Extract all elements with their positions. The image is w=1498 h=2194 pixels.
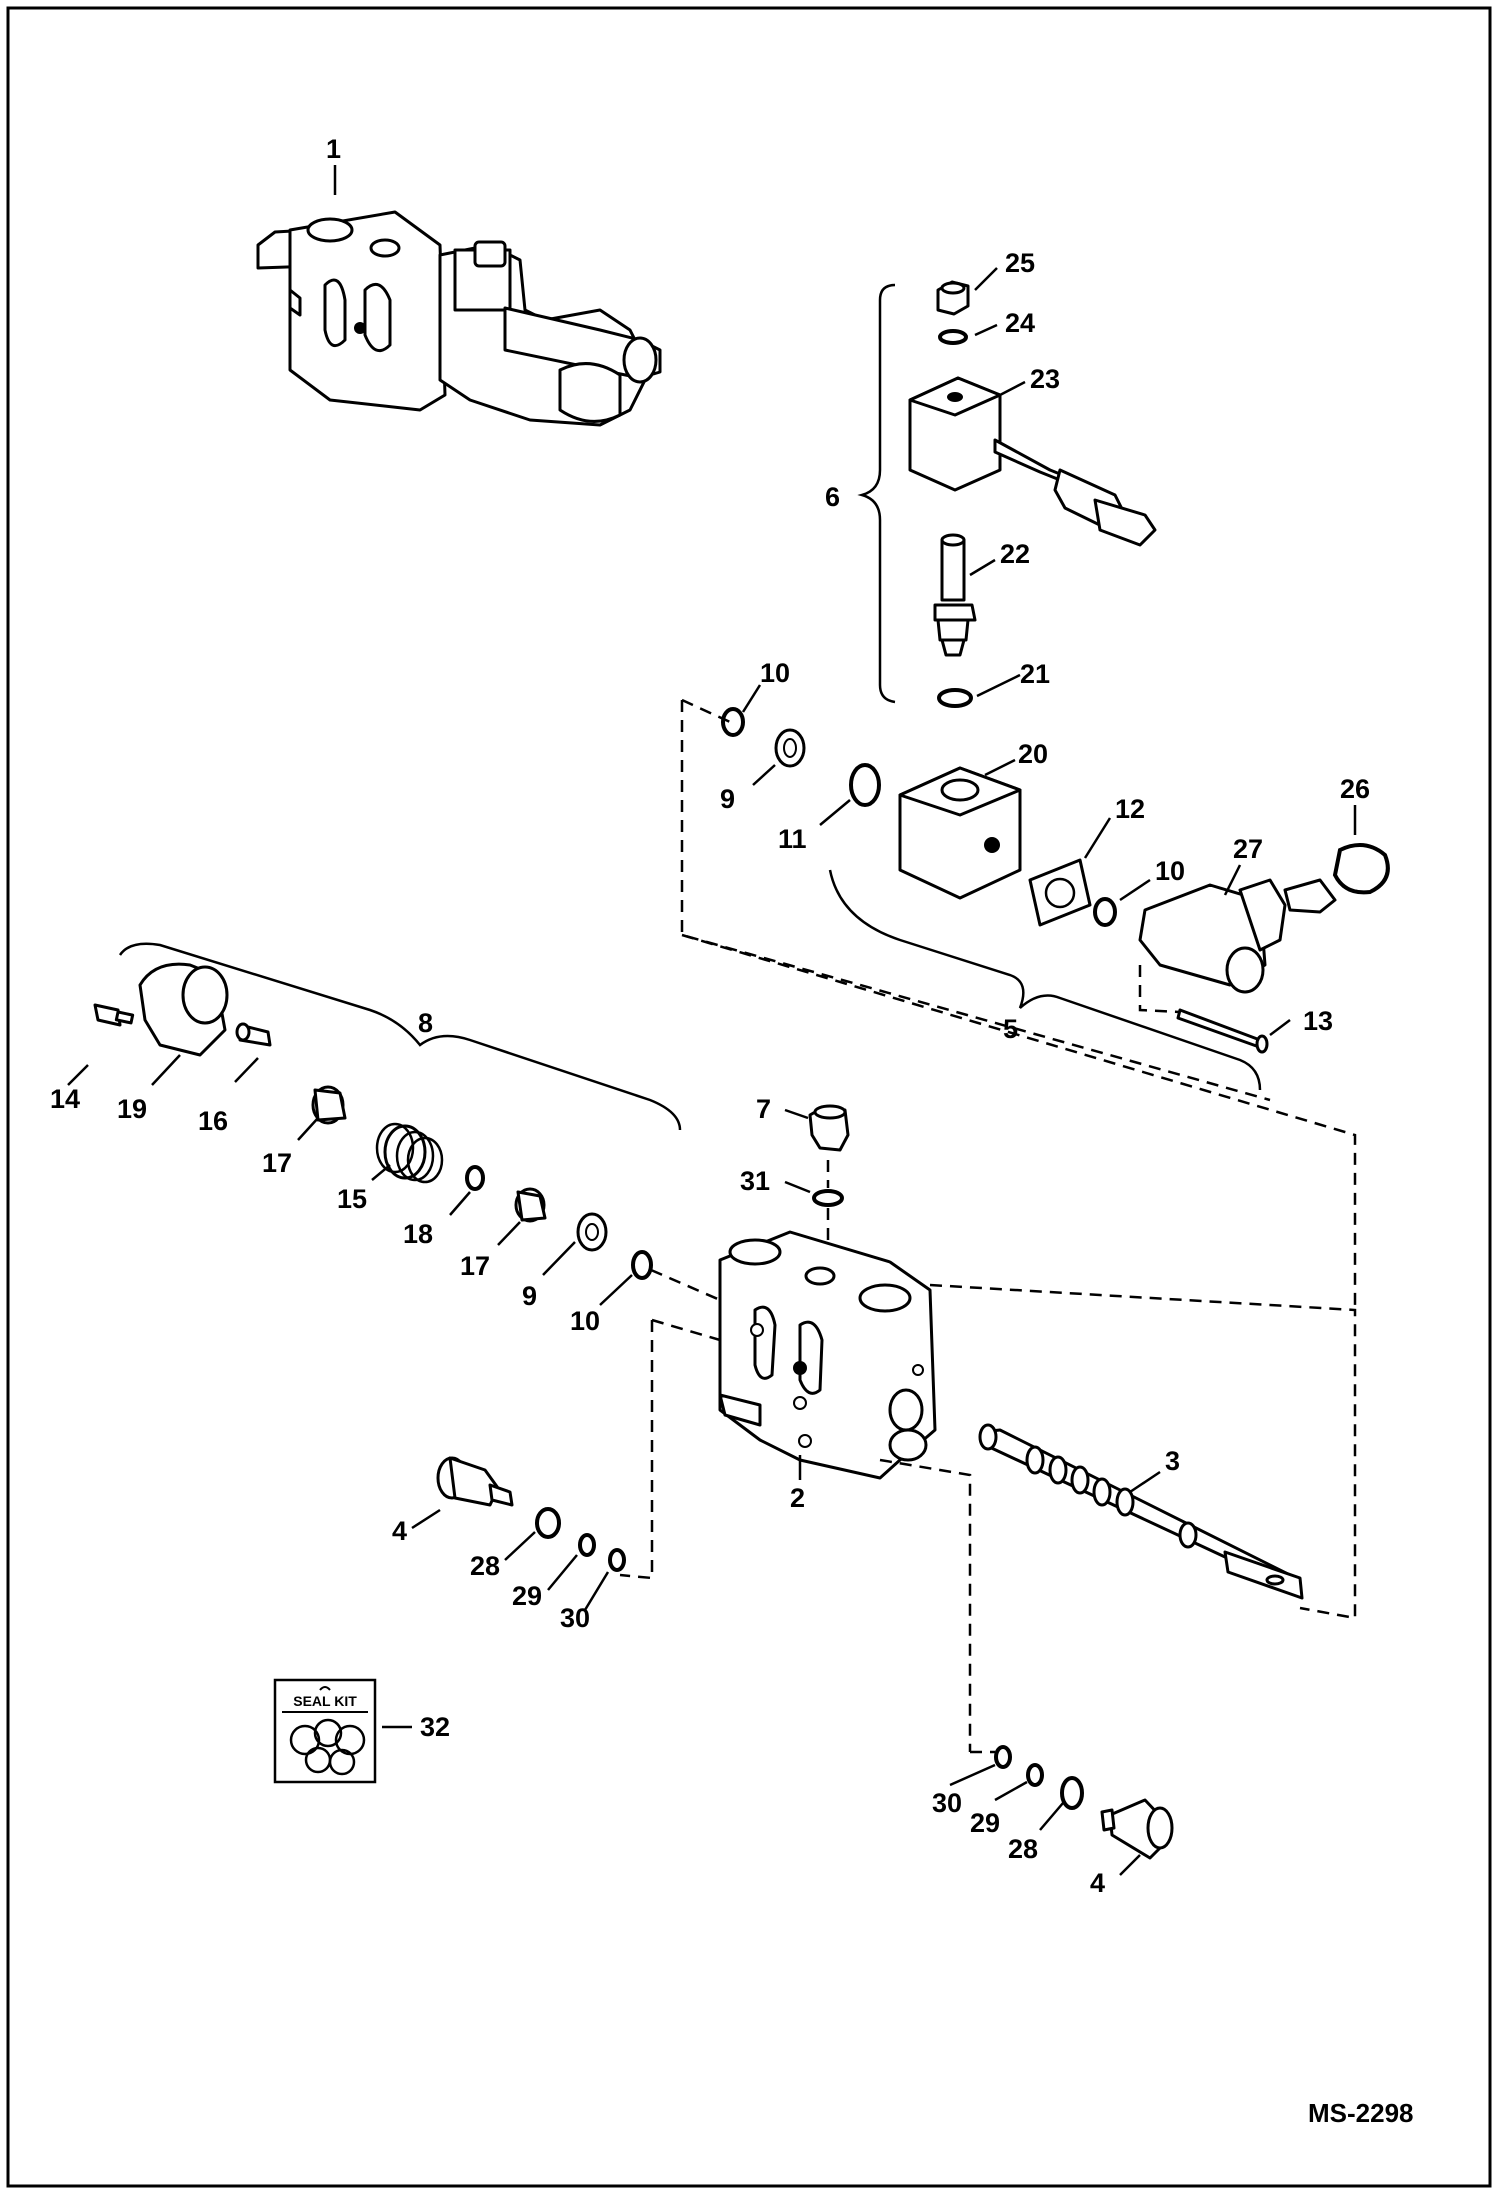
drawing-frame [6, 6, 1492, 2188]
callout-12: 12 [1115, 794, 1145, 824]
part-31-oring [812, 1189, 844, 1207]
callout-4-left: 4 [392, 1516, 407, 1546]
bracket-6 [857, 283, 896, 704]
part-24-oring [938, 329, 968, 345]
callout-8: 8 [418, 1008, 433, 1038]
callout-22: 22 [1000, 539, 1030, 569]
callout-20: 20 [1018, 739, 1048, 769]
part-11-oring [849, 763, 881, 807]
callout-28-left: 28 [470, 1551, 500, 1581]
callout-28-right: 28 [1008, 1834, 1038, 1864]
part-25-nut [936, 280, 970, 316]
callout-16: 16 [198, 1106, 228, 1136]
part-10-oring-right [1093, 897, 1117, 927]
part-30-oring-right [994, 1745, 1012, 1769]
part-28-oring-right [1060, 1776, 1084, 1810]
part-29-oring-right [1026, 1763, 1044, 1787]
callout-17-left: 17 [262, 1148, 292, 1178]
part-3-spool [978, 1423, 1304, 1600]
callout-10-right: 10 [1155, 856, 1185, 886]
part-30-oring-left [608, 1548, 626, 1572]
callout-5: 5 [1003, 1014, 1018, 1044]
bracket-8 [118, 942, 682, 1131]
part-23-coil [908, 376, 1157, 547]
part-18-washer [465, 1165, 485, 1191]
callout-1: 1 [326, 134, 341, 164]
callout-25: 25 [1005, 248, 1035, 278]
callout-9-top: 9 [720, 784, 735, 814]
part-14-screw [93, 1003, 122, 1027]
part-9-washer-upper [774, 728, 806, 768]
callout-18: 18 [403, 1219, 433, 1249]
callout-27: 27 [1233, 834, 1263, 864]
callout-31: 31 [740, 1166, 770, 1196]
bracket-5 [828, 869, 1262, 1091]
callout-15: 15 [337, 1184, 367, 1214]
callout-26: 26 [1340, 774, 1370, 804]
part-32-seal-kit [273, 1678, 412, 1784]
part-7-plug [808, 1104, 850, 1152]
part-27-solenoid-valve [1138, 878, 1337, 994]
seal-kit-label: SEAL KIT [293, 1693, 357, 1709]
callout-10-lower: 10 [570, 1306, 600, 1336]
callout-14: 14 [50, 1084, 80, 1114]
part-10-oring-lower [631, 1250, 653, 1280]
part-2-valve-section [718, 1230, 937, 1480]
part-28-oring-left [535, 1507, 561, 1539]
part-26-ring [1332, 843, 1390, 895]
callout-29-right: 29 [970, 1808, 1000, 1838]
part-1-valve-assembly [256, 210, 662, 427]
callout-32: 32 [420, 1712, 450, 1742]
dashed-group-5 [680, 700, 1271, 1102]
part-29-oring-left [578, 1533, 596, 1557]
callout-7: 7 [756, 1094, 771, 1124]
part-19-cap [138, 962, 229, 1057]
callout-19: 19 [117, 1094, 147, 1124]
callout-9-lower: 9 [522, 1281, 537, 1311]
dashed-line-spool [929, 1283, 1357, 1620]
part-10-oring-upper [721, 707, 745, 737]
callout-21: 21 [1020, 659, 1050, 689]
part-20-valve-block [898, 766, 1022, 900]
callout-4-right: 4 [1090, 1868, 1105, 1898]
callout-11: 11 [778, 824, 807, 854]
callout-23: 23 [1030, 364, 1060, 394]
callout-30-left: 30 [560, 1603, 590, 1633]
callout-17-right: 17 [460, 1251, 490, 1281]
callout-3: 3 [1165, 1446, 1180, 1476]
callout-29-left: 29 [512, 1581, 542, 1611]
part-12-gasket [1028, 858, 1092, 927]
part-22-cartridge [933, 533, 977, 657]
leader-lines [67, 165, 1357, 1876]
drawing-number: MS-2298 [1308, 2098, 1414, 2128]
part-21-oring [937, 688, 973, 708]
callout-6: 6 [825, 482, 840, 512]
part-4-relief-valve-right [1100, 1798, 1174, 1860]
callout-13: 13 [1303, 1006, 1333, 1036]
callout-10-top: 10 [760, 658, 790, 688]
part-4-relief-valve-left [436, 1456, 514, 1507]
part-15-spring [375, 1122, 444, 1184]
callout-24: 24 [1005, 308, 1035, 338]
part-9-washer-lower [576, 1212, 608, 1252]
callout-2: 2 [790, 1483, 805, 1513]
callout-30-right: 30 [932, 1788, 962, 1818]
